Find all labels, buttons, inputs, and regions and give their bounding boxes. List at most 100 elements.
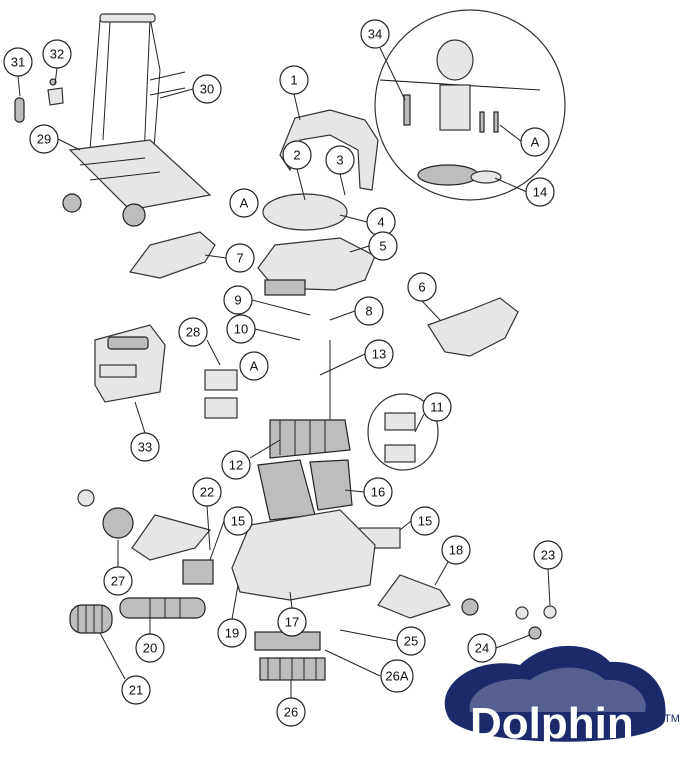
- callout-label: 15: [418, 514, 432, 529]
- small-parts-top-left: [14, 78, 64, 123]
- side-cover-part-7: [128, 231, 216, 279]
- filter-part-11: [367, 393, 439, 471]
- callout-circle: [325, 145, 355, 175]
- callout-33: 33: [130, 432, 160, 462]
- callout-16: 16: [363, 477, 393, 507]
- callout-label: 7: [236, 251, 243, 266]
- callout-label: 21: [129, 683, 143, 698]
- callout-19: 19: [217, 618, 247, 648]
- callout-22: 22: [192, 477, 222, 507]
- callout-circle: [192, 477, 222, 507]
- callout-circle: [441, 535, 471, 565]
- detail-inset-part-34: [374, 9, 566, 201]
- callout-label: 27: [111, 574, 125, 589]
- callout-circle: [29, 124, 59, 154]
- callout-34: 34: [360, 19, 390, 49]
- callout-circle: [103, 566, 133, 596]
- callout-label: 11: [430, 400, 444, 415]
- callout-15: 15: [410, 506, 440, 536]
- callout-label: A: [240, 196, 249, 211]
- callout-circle: [363, 477, 393, 507]
- callout-label: 28: [186, 325, 200, 340]
- callout-label: 26A: [385, 669, 408, 684]
- callout-29: 29: [29, 124, 59, 154]
- callout-label: 4: [377, 215, 384, 230]
- callout-circle: [279, 65, 309, 95]
- callout-label: 12: [229, 458, 243, 473]
- callout-circle: [282, 140, 312, 170]
- callout-circle: [396, 626, 426, 656]
- callout-12: 12: [221, 450, 251, 480]
- callout-7: 7: [225, 243, 255, 273]
- callout-circle: [192, 74, 222, 104]
- side-cover-part-6: [427, 297, 519, 357]
- callout-circle: [276, 697, 306, 727]
- callout-11: 11: [422, 392, 452, 422]
- callout-3: 3: [325, 145, 355, 175]
- callout-label: A: [531, 135, 540, 150]
- callout-circle: [467, 633, 497, 663]
- callout-26A: 26A: [380, 659, 414, 693]
- callout-circle: [178, 317, 208, 347]
- callout-27: 27: [103, 566, 133, 596]
- callout-label: 20: [143, 641, 157, 656]
- callout-circle: [223, 506, 253, 536]
- track-belt-right: [377, 574, 451, 619]
- callout-label: 13: [372, 347, 386, 362]
- callout-label: 26: [284, 705, 298, 720]
- callout-circle: [239, 351, 269, 381]
- logo-trademark: TM: [664, 713, 680, 725]
- callout-24: 24: [467, 633, 497, 663]
- callout-circle: [121, 675, 151, 705]
- callout-circle: [277, 607, 307, 637]
- callout-label: 23: [541, 548, 555, 563]
- callout-label: 8: [365, 304, 372, 319]
- dolphin-logo: Dolphin TM: [444, 645, 680, 748]
- callout-6: 6: [407, 272, 437, 302]
- callout-31: 31: [3, 47, 33, 77]
- callout-label: 5: [379, 239, 386, 254]
- callout-32: 32: [42, 39, 72, 69]
- brush-part-20: [119, 597, 206, 619]
- top-cover-part-4: [262, 193, 348, 231]
- callout-circle: [229, 188, 259, 218]
- track-belt-left: [131, 514, 212, 561]
- callout-label: 1: [290, 73, 297, 88]
- callout-circle: [221, 450, 251, 480]
- callout-circle: [533, 540, 563, 570]
- callout-label: 15: [231, 514, 245, 529]
- callout-8: 8: [354, 296, 384, 326]
- callout-circle: [380, 659, 414, 693]
- callout-A: A: [229, 188, 259, 218]
- caddy-cart: [62, 13, 212, 227]
- side-block-part-22: [182, 559, 214, 585]
- callout-label: 31: [11, 55, 25, 70]
- callout-23: 23: [533, 540, 563, 570]
- callout-30: 30: [192, 74, 222, 104]
- base-body-part-17: [231, 509, 376, 601]
- callout-circle: [217, 618, 247, 648]
- callout-label: 6: [418, 280, 425, 295]
- callout-label: 18: [449, 543, 463, 558]
- callout-2: 2: [282, 140, 312, 170]
- callout-20: 20: [135, 633, 165, 663]
- wheel-part-27: [102, 507, 134, 539]
- callout-label: 29: [37, 132, 51, 147]
- callout-circle: [225, 243, 255, 273]
- callout-circle: [368, 231, 398, 261]
- filter-panel-part-16: [257, 459, 353, 521]
- callout-26: 26: [276, 697, 306, 727]
- callout-circle: [520, 127, 550, 157]
- callout-circle: [422, 392, 452, 422]
- callout-label: 24: [475, 641, 489, 656]
- callout-circle: [3, 47, 33, 77]
- callout-circle: [407, 272, 437, 302]
- callout-13: 13: [364, 339, 394, 369]
- callout-circle: [135, 633, 165, 663]
- callout-label: 30: [200, 82, 214, 97]
- callout-17: 17: [277, 607, 307, 637]
- callout-25: 25: [396, 626, 426, 656]
